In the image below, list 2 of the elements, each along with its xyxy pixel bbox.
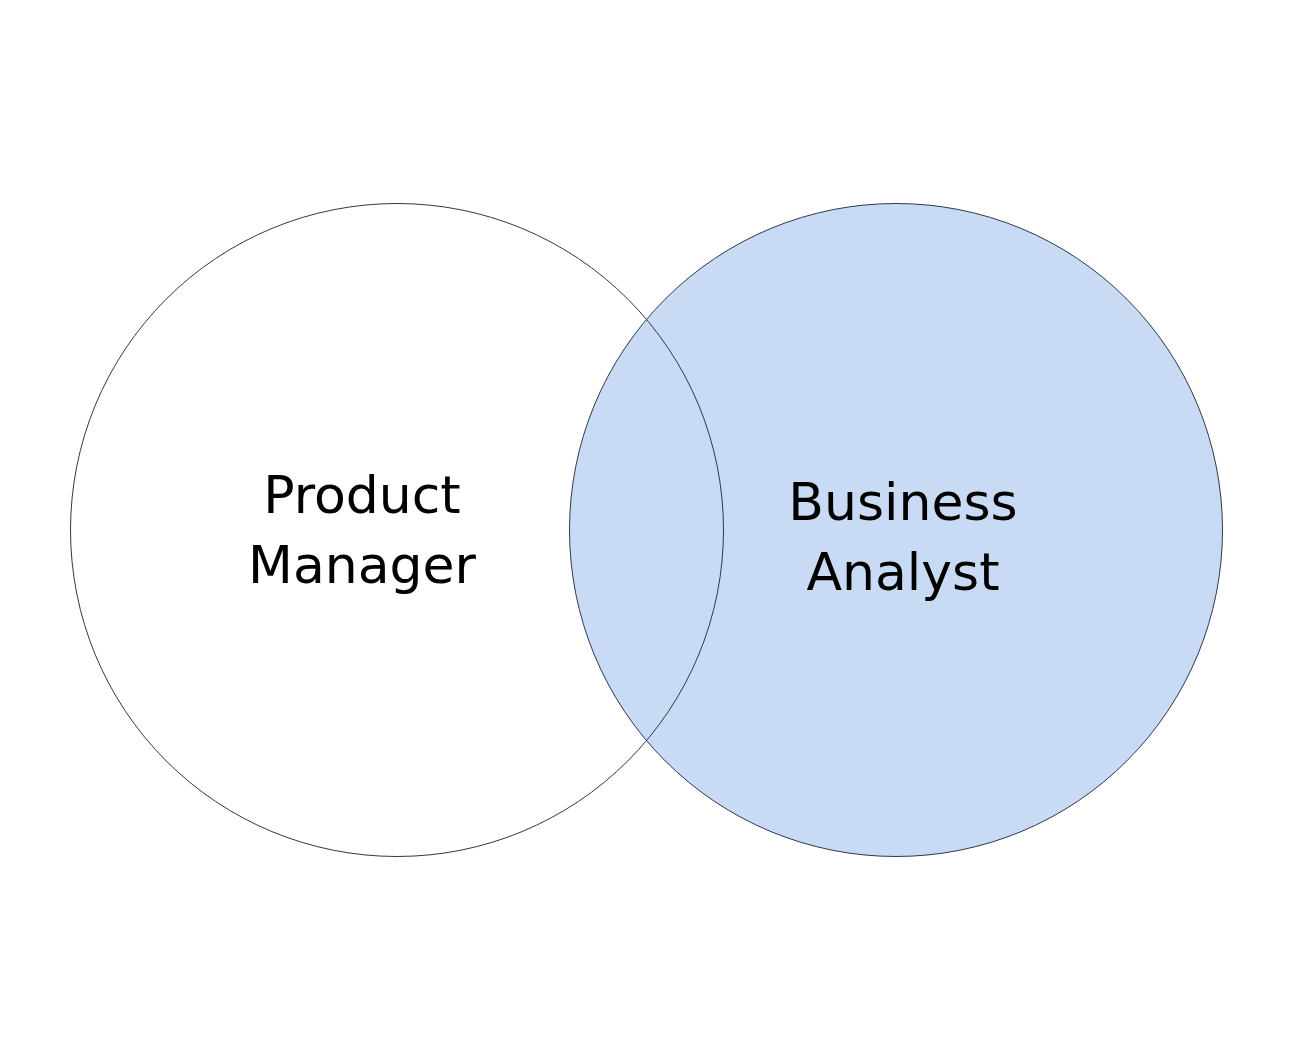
circle-label: Product Manager — [248, 464, 476, 597]
circle-label: Business Analyst — [788, 471, 1018, 604]
